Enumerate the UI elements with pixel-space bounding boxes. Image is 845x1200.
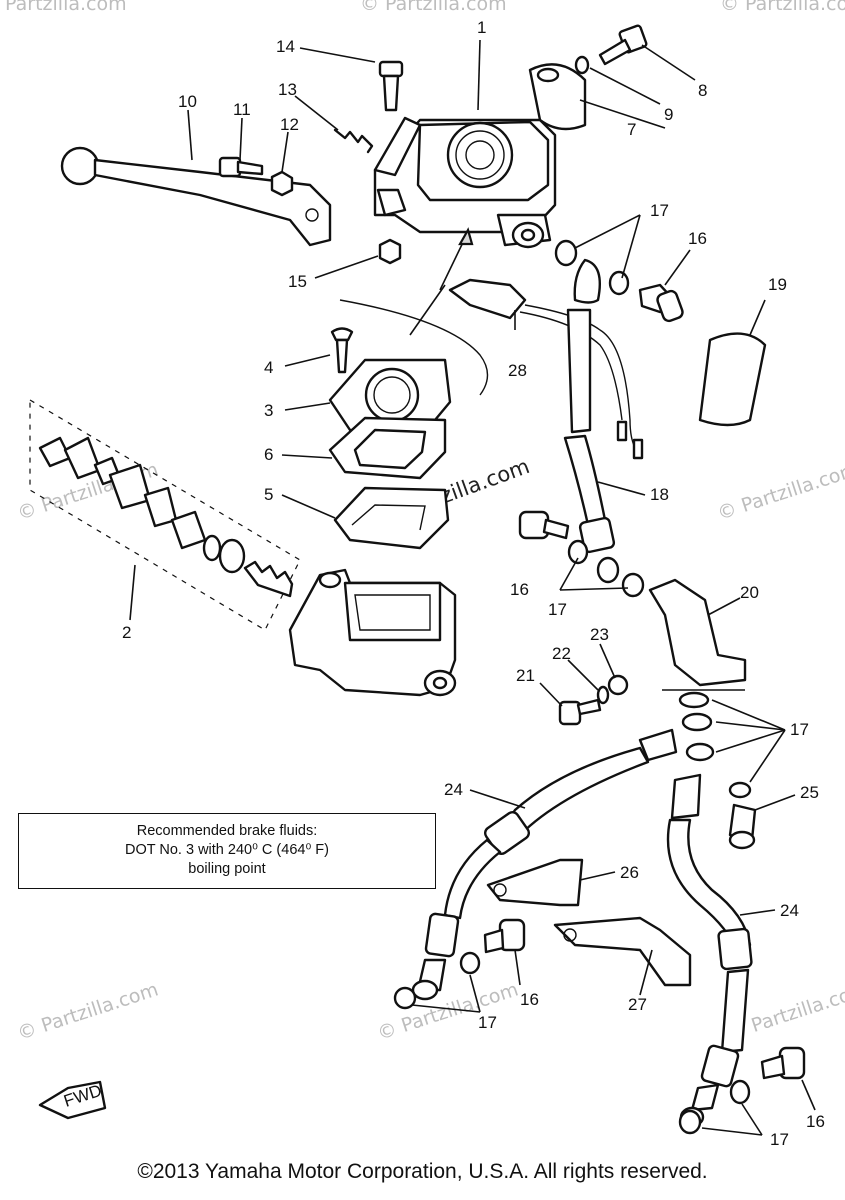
forward-arrow-icon: FWD <box>38 1081 107 1120</box>
callout-18: 18 <box>650 485 669 504</box>
arrow-head <box>458 227 474 246</box>
callout-8: 8 <box>698 81 707 100</box>
callout-17: 17 <box>770 1130 789 1149</box>
washer-17 <box>567 539 589 565</box>
washer-17 <box>678 691 710 709</box>
callout-10: 10 <box>178 92 197 111</box>
nut-15 <box>378 238 402 265</box>
callouts: 1 14 13 10 11 12 8 9 7 15 17 16 19 28 4 … <box>122 18 825 1149</box>
callout-13: 13 <box>278 80 297 99</box>
dust-cap-19 <box>698 332 767 427</box>
callout-19: 19 <box>768 275 787 294</box>
brake-fluid-notice: Recommended brake fluids: DOT No. 3 with… <box>18 813 436 889</box>
callout-17: 17 <box>790 720 809 739</box>
callout-25: 25 <box>800 783 819 802</box>
master-cylinder-upper <box>373 116 557 249</box>
brake-lever <box>60 146 332 247</box>
callout-6: 6 <box>264 445 273 464</box>
callout-21: 21 <box>516 666 535 685</box>
callout-5: 5 <box>264 485 273 504</box>
washer-17 <box>459 951 481 975</box>
bolt-21 <box>558 698 602 726</box>
union-bolt-25 <box>728 803 757 850</box>
callout-1: 1 <box>477 18 486 37</box>
watermark: © Partzilla.com <box>715 459 845 525</box>
callout-16: 16 <box>510 580 529 599</box>
brake-hose-24-right <box>666 773 753 1128</box>
callout-16: 16 <box>806 1112 825 1131</box>
callout-17: 17 <box>478 1013 497 1032</box>
callout-22: 22 <box>552 644 571 663</box>
banjo-bolt-16 <box>760 1046 806 1080</box>
callout-7: 7 <box>627 120 636 139</box>
notice-line-2: DOT No. 3 with 240⁰ C (464⁰ F) <box>125 842 329 858</box>
watermark: © Partzilla.com <box>720 0 845 15</box>
washer-23 <box>607 674 629 696</box>
piston-kit-outline <box>29 398 301 631</box>
callout-23: 23 <box>590 625 609 644</box>
callout-28: 28 <box>508 361 527 380</box>
brake-hose-18 <box>563 258 620 584</box>
callout-16: 16 <box>520 990 539 1009</box>
callout-24: 24 <box>444 780 463 799</box>
washer-17 <box>685 742 715 762</box>
copyright-footer: ©2013 Yamaha Motor Corporation, U.S.A. A… <box>137 1160 708 1183</box>
callout-3: 3 <box>264 401 273 420</box>
callout-2: 2 <box>122 623 131 642</box>
hose-joint-20 <box>648 578 747 691</box>
master-cylinder-lower <box>288 568 457 697</box>
callout-20: 20 <box>740 583 759 602</box>
brake-hose-24 <box>411 728 678 1001</box>
callout-17: 17 <box>548 600 567 619</box>
diaphragm-plate <box>328 416 447 480</box>
watermark: © Partzilla.com <box>15 979 161 1045</box>
nut-12 <box>270 170 294 197</box>
washer-17 <box>621 572 645 598</box>
brake-switch <box>448 278 644 460</box>
diaphragm <box>333 486 450 550</box>
banjo-bolt-16 <box>483 918 526 954</box>
callout-15: 15 <box>288 272 307 291</box>
washer-22 <box>596 685 610 705</box>
screw-4 <box>330 327 354 374</box>
callout-27: 27 <box>628 995 647 1014</box>
bolt-8 <box>598 24 648 66</box>
hose-bracket-26 <box>486 858 584 907</box>
callout-14: 14 <box>276 37 295 56</box>
callout-17: 17 <box>650 201 669 220</box>
callout-26: 26 <box>620 863 639 882</box>
washer-17 <box>678 1109 702 1135</box>
washer-17 <box>729 1079 751 1105</box>
callout-9: 9 <box>664 105 673 124</box>
notice-line-1: Recommended brake fluids: <box>136 823 318 839</box>
leader-lines <box>129 39 816 1136</box>
watermark: © Partzilla.com <box>360 0 507 15</box>
washer-9 <box>574 55 590 75</box>
washer-17 <box>608 270 630 296</box>
washer-17 <box>393 986 417 1010</box>
callout-24: 24 <box>780 901 799 920</box>
bolt-11 <box>218 156 264 178</box>
assembly-arrow <box>409 284 446 336</box>
watermark: © Partzilla.com <box>0 0 127 15</box>
notice-line-3: boiling point <box>188 861 266 877</box>
washer-17 <box>554 239 578 267</box>
washer-17 <box>681 712 713 732</box>
clamp-hole <box>536 67 560 83</box>
piston-kit <box>38 436 294 598</box>
callout-4: 4 <box>264 358 273 377</box>
banjo-bolt-16 <box>638 283 684 323</box>
screw-14 <box>378 60 404 112</box>
diaphragm-outline <box>339 299 489 396</box>
callout-11: 11 <box>233 100 251 119</box>
callout-12: 12 <box>280 115 299 134</box>
spring-13 <box>333 128 374 154</box>
washer-17 <box>728 781 752 799</box>
banjo-bolt-16 <box>518 510 570 540</box>
hose-bracket-27 <box>553 916 692 987</box>
callout-16: 16 <box>688 229 707 248</box>
watermark: © Partzilla.com <box>375 979 521 1045</box>
